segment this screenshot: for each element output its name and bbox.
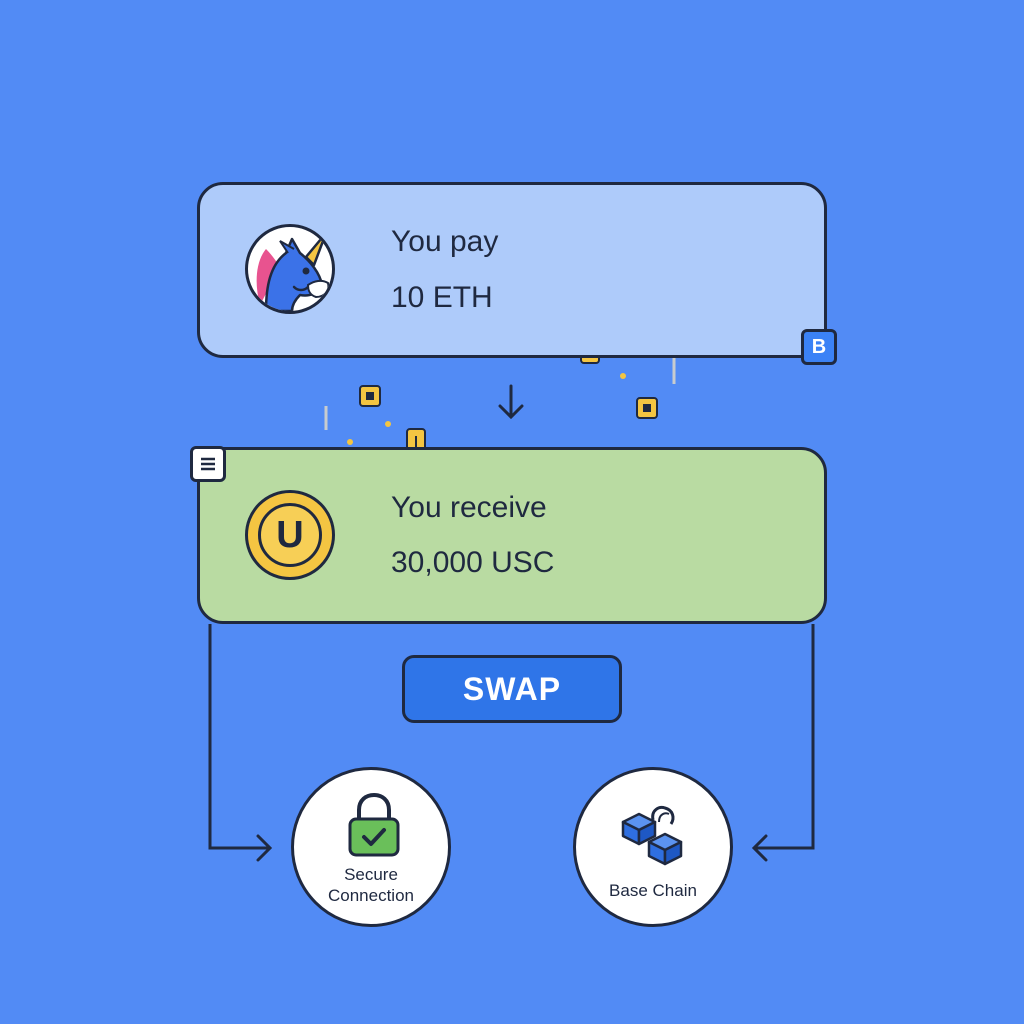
doc-icon bbox=[190, 446, 226, 482]
down-arrow-icon bbox=[498, 384, 524, 420]
lock-check-icon bbox=[348, 792, 400, 857]
secure-line-2: Connection bbox=[327, 886, 414, 905]
pay-title: You pay bbox=[391, 225, 499, 258]
swap-button[interactable]: SWAP bbox=[402, 655, 622, 723]
receive-title: You receive bbox=[391, 491, 547, 524]
chain-blocks-icon bbox=[621, 806, 683, 866]
receive-amount: 30,000 USC bbox=[391, 546, 555, 579]
receive-card[interactable]: U You receive 30,000 USC bbox=[197, 447, 827, 624]
base-chain-circle: Base Chain bbox=[573, 767, 733, 927]
b-badge-icon: B bbox=[801, 329, 837, 365]
connector-left-arrowhead bbox=[256, 834, 273, 862]
connector-left bbox=[208, 624, 268, 850]
base-chain-label: Base Chain bbox=[609, 881, 697, 900]
pay-card[interactable]: You pay 10 ETH bbox=[197, 182, 827, 358]
secure-connection-label: Secure Connection bbox=[294, 864, 448, 906]
coin-icon: U bbox=[245, 490, 335, 580]
secure-line-1: Secure bbox=[344, 865, 398, 884]
coin-letter: U bbox=[258, 503, 322, 567]
connector-right-arrowhead bbox=[751, 834, 768, 862]
unicorn-icon bbox=[256, 231, 330, 311]
unicorn-avatar bbox=[245, 224, 335, 314]
pay-amount: 10 ETH bbox=[391, 281, 493, 314]
connector-right bbox=[756, 624, 815, 850]
secure-connection-circle: Secure Connection bbox=[291, 767, 451, 927]
